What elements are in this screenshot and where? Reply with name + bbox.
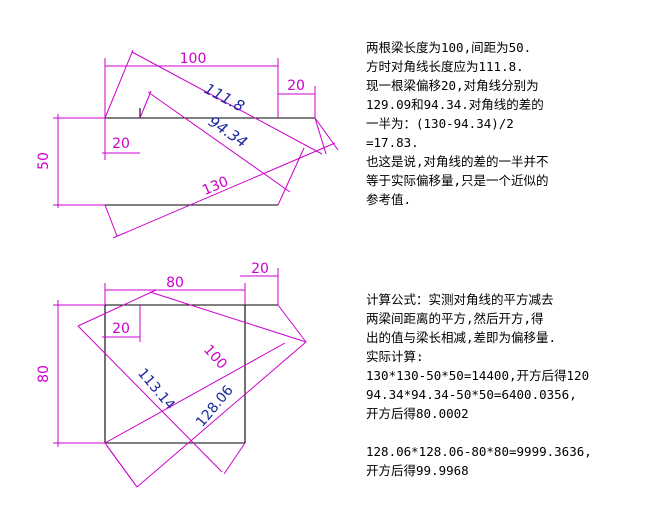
note-top-line: 也这是说,对角线的差的一半并不 xyxy=(366,154,549,169)
note-top-line: 一半为：(130-94.34)/2 xyxy=(366,116,514,131)
top-height-label: 50 xyxy=(36,152,52,170)
note-bottom-line: 计算公式：实测对角线的平方减去 xyxy=(366,292,554,307)
note-top-line: =17.83. xyxy=(366,135,419,150)
top-diag-b-ext-left xyxy=(139,90,152,119)
top-diag-c-ext-left xyxy=(104,204,118,237)
note-bottom-line: 130*130-50*50=14400,开方后得120 xyxy=(366,368,590,383)
top-diag-c-label: 130 xyxy=(200,174,231,199)
top-diag-c-line xyxy=(112,142,336,239)
bottom-offset-left-label: 20 xyxy=(112,321,130,337)
bottom-diag-c-ext-left xyxy=(104,442,138,488)
top-diag-a-line xyxy=(131,51,323,155)
note-bottom-line: 开方后得80.0002 xyxy=(366,406,469,421)
note-bottom-line: 128.06*128.06-80*80=9999.3636, xyxy=(366,444,592,459)
top-diag-b-ext-right xyxy=(277,147,305,206)
top-figure: 100 20 20 50 111.8 94.34 xyxy=(36,49,339,239)
top-offset-right-label: 20 xyxy=(287,78,305,94)
note-bottom-line: 出的值与梁长相减,差即为偏移量. xyxy=(366,330,557,345)
top-offset-left-label: 20 xyxy=(112,136,130,152)
note-bottom-line: 实际计算: xyxy=(366,349,424,364)
note-bottom-line: 开方后得99.9968 xyxy=(366,463,469,478)
bottom-diag-a-ext-right xyxy=(223,442,246,475)
bottom-height-label: 80 xyxy=(36,365,52,383)
note-top: 两根梁长度为100,间距为50. 方时对角线长度应为111.8. 现一根梁偏移2… xyxy=(366,38,656,209)
top-diag-b-line xyxy=(147,91,291,193)
bottom-width-label: 80 xyxy=(166,275,184,291)
bottom-diag-a-line xyxy=(77,325,223,473)
note-bottom-line: 两梁间距离的平方,然后开方,得 xyxy=(366,311,544,326)
bottom-diag-c-line xyxy=(136,341,307,488)
top-width-label: 100 xyxy=(180,51,207,67)
note-top-line: 两根梁长度为100,间距为50. xyxy=(366,40,532,55)
note-top-line: 方时对角线长度应为111.8. xyxy=(366,59,524,74)
note-top-line: 参考值. xyxy=(366,192,412,207)
bottom-diag-a-ext-left xyxy=(77,289,157,327)
top-diag-a-ext-left xyxy=(104,49,134,119)
bottom-figure: 80 20 20 80 113.14 128.06 xyxy=(36,261,307,488)
top-diag-a-ext-right xyxy=(314,117,327,155)
bottom-diag-c-ext-right xyxy=(277,304,307,343)
top-diag-a-label: 111.8 xyxy=(201,80,247,116)
bottom-diag-c-ext-top xyxy=(149,291,307,343)
note-bottom-line: 94.34*94.34-50*50=6400.0356, xyxy=(366,387,577,402)
bottom-diag-b-line xyxy=(104,342,286,444)
note-bottom: 计算公式：实测对角线的平方减去 两梁间距离的平方,然后开方,得 出的值与梁长相减… xyxy=(366,290,656,480)
note-top-line: 等于实际偏移量,只是一个近似的 xyxy=(366,173,549,188)
bottom-diag-c-label: 100 xyxy=(200,342,230,373)
note-top-line: 129.09和94.34.对角线的差的 xyxy=(366,97,544,112)
bottom-offset-right-label: 20 xyxy=(251,261,269,277)
top-diag-c-ext-right xyxy=(314,117,339,151)
note-top-line: 现一根梁偏移20,对角线分别为 xyxy=(366,78,539,93)
